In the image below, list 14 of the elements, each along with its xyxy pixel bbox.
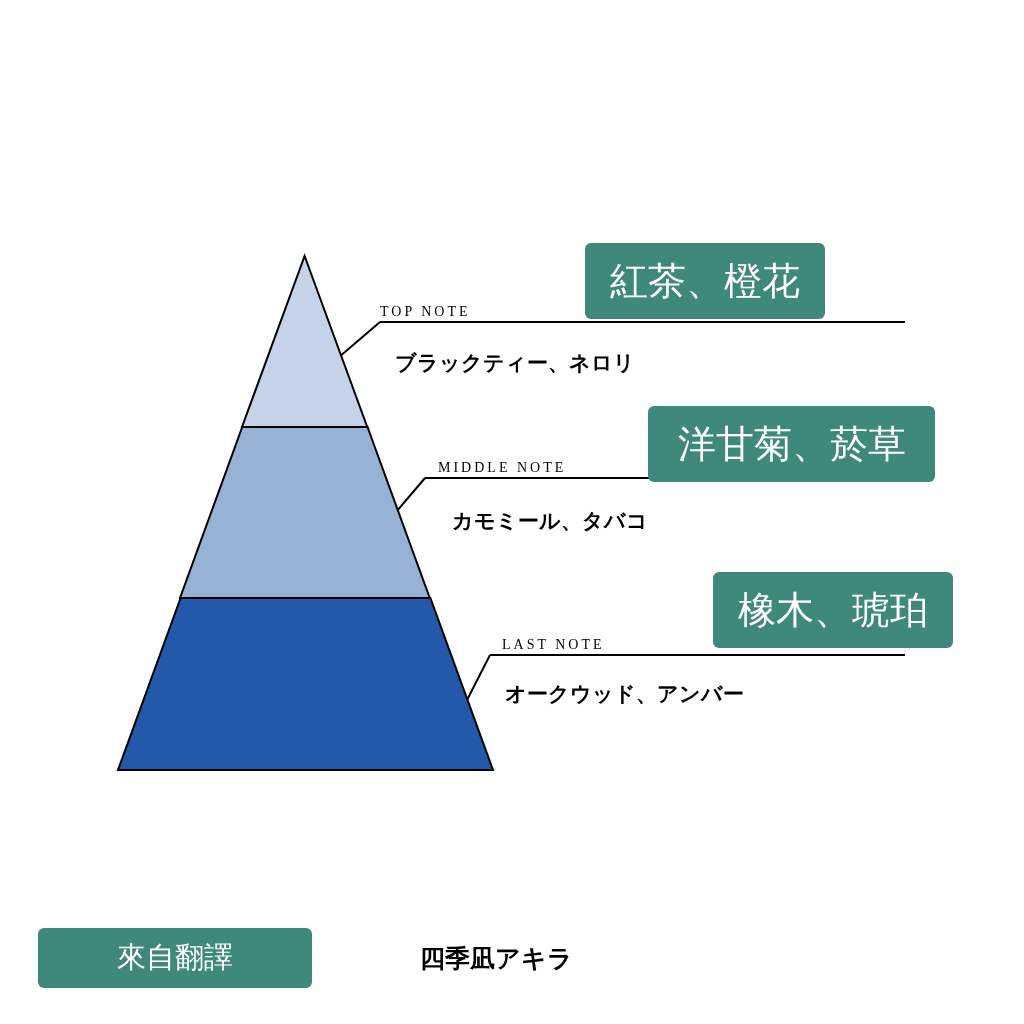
translation-label: 橡木、琥珀 <box>713 572 953 648</box>
note-ingredients: ブラックティー、ネロリ <box>395 350 635 377</box>
leader-line <box>340 321 381 356</box>
note-ingredients: カモミール、タバコ <box>452 508 648 535</box>
translation-label: 紅茶、橙花 <box>585 243 825 319</box>
note-heading: LAST NOTE <box>502 637 605 653</box>
translation-label: 來自翻譯 <box>38 928 312 988</box>
leader-line <box>396 477 426 511</box>
note-heading: TOP NOTE <box>380 304 471 320</box>
leader-line <box>466 654 491 701</box>
note-ingredients: オークウッド、アンバー <box>505 681 744 708</box>
note-heading: MIDDLE NOTE <box>438 460 567 476</box>
caption: 四季凪アキラ <box>420 943 573 975</box>
translation-label: 洋甘菊、菸草 <box>648 406 935 482</box>
